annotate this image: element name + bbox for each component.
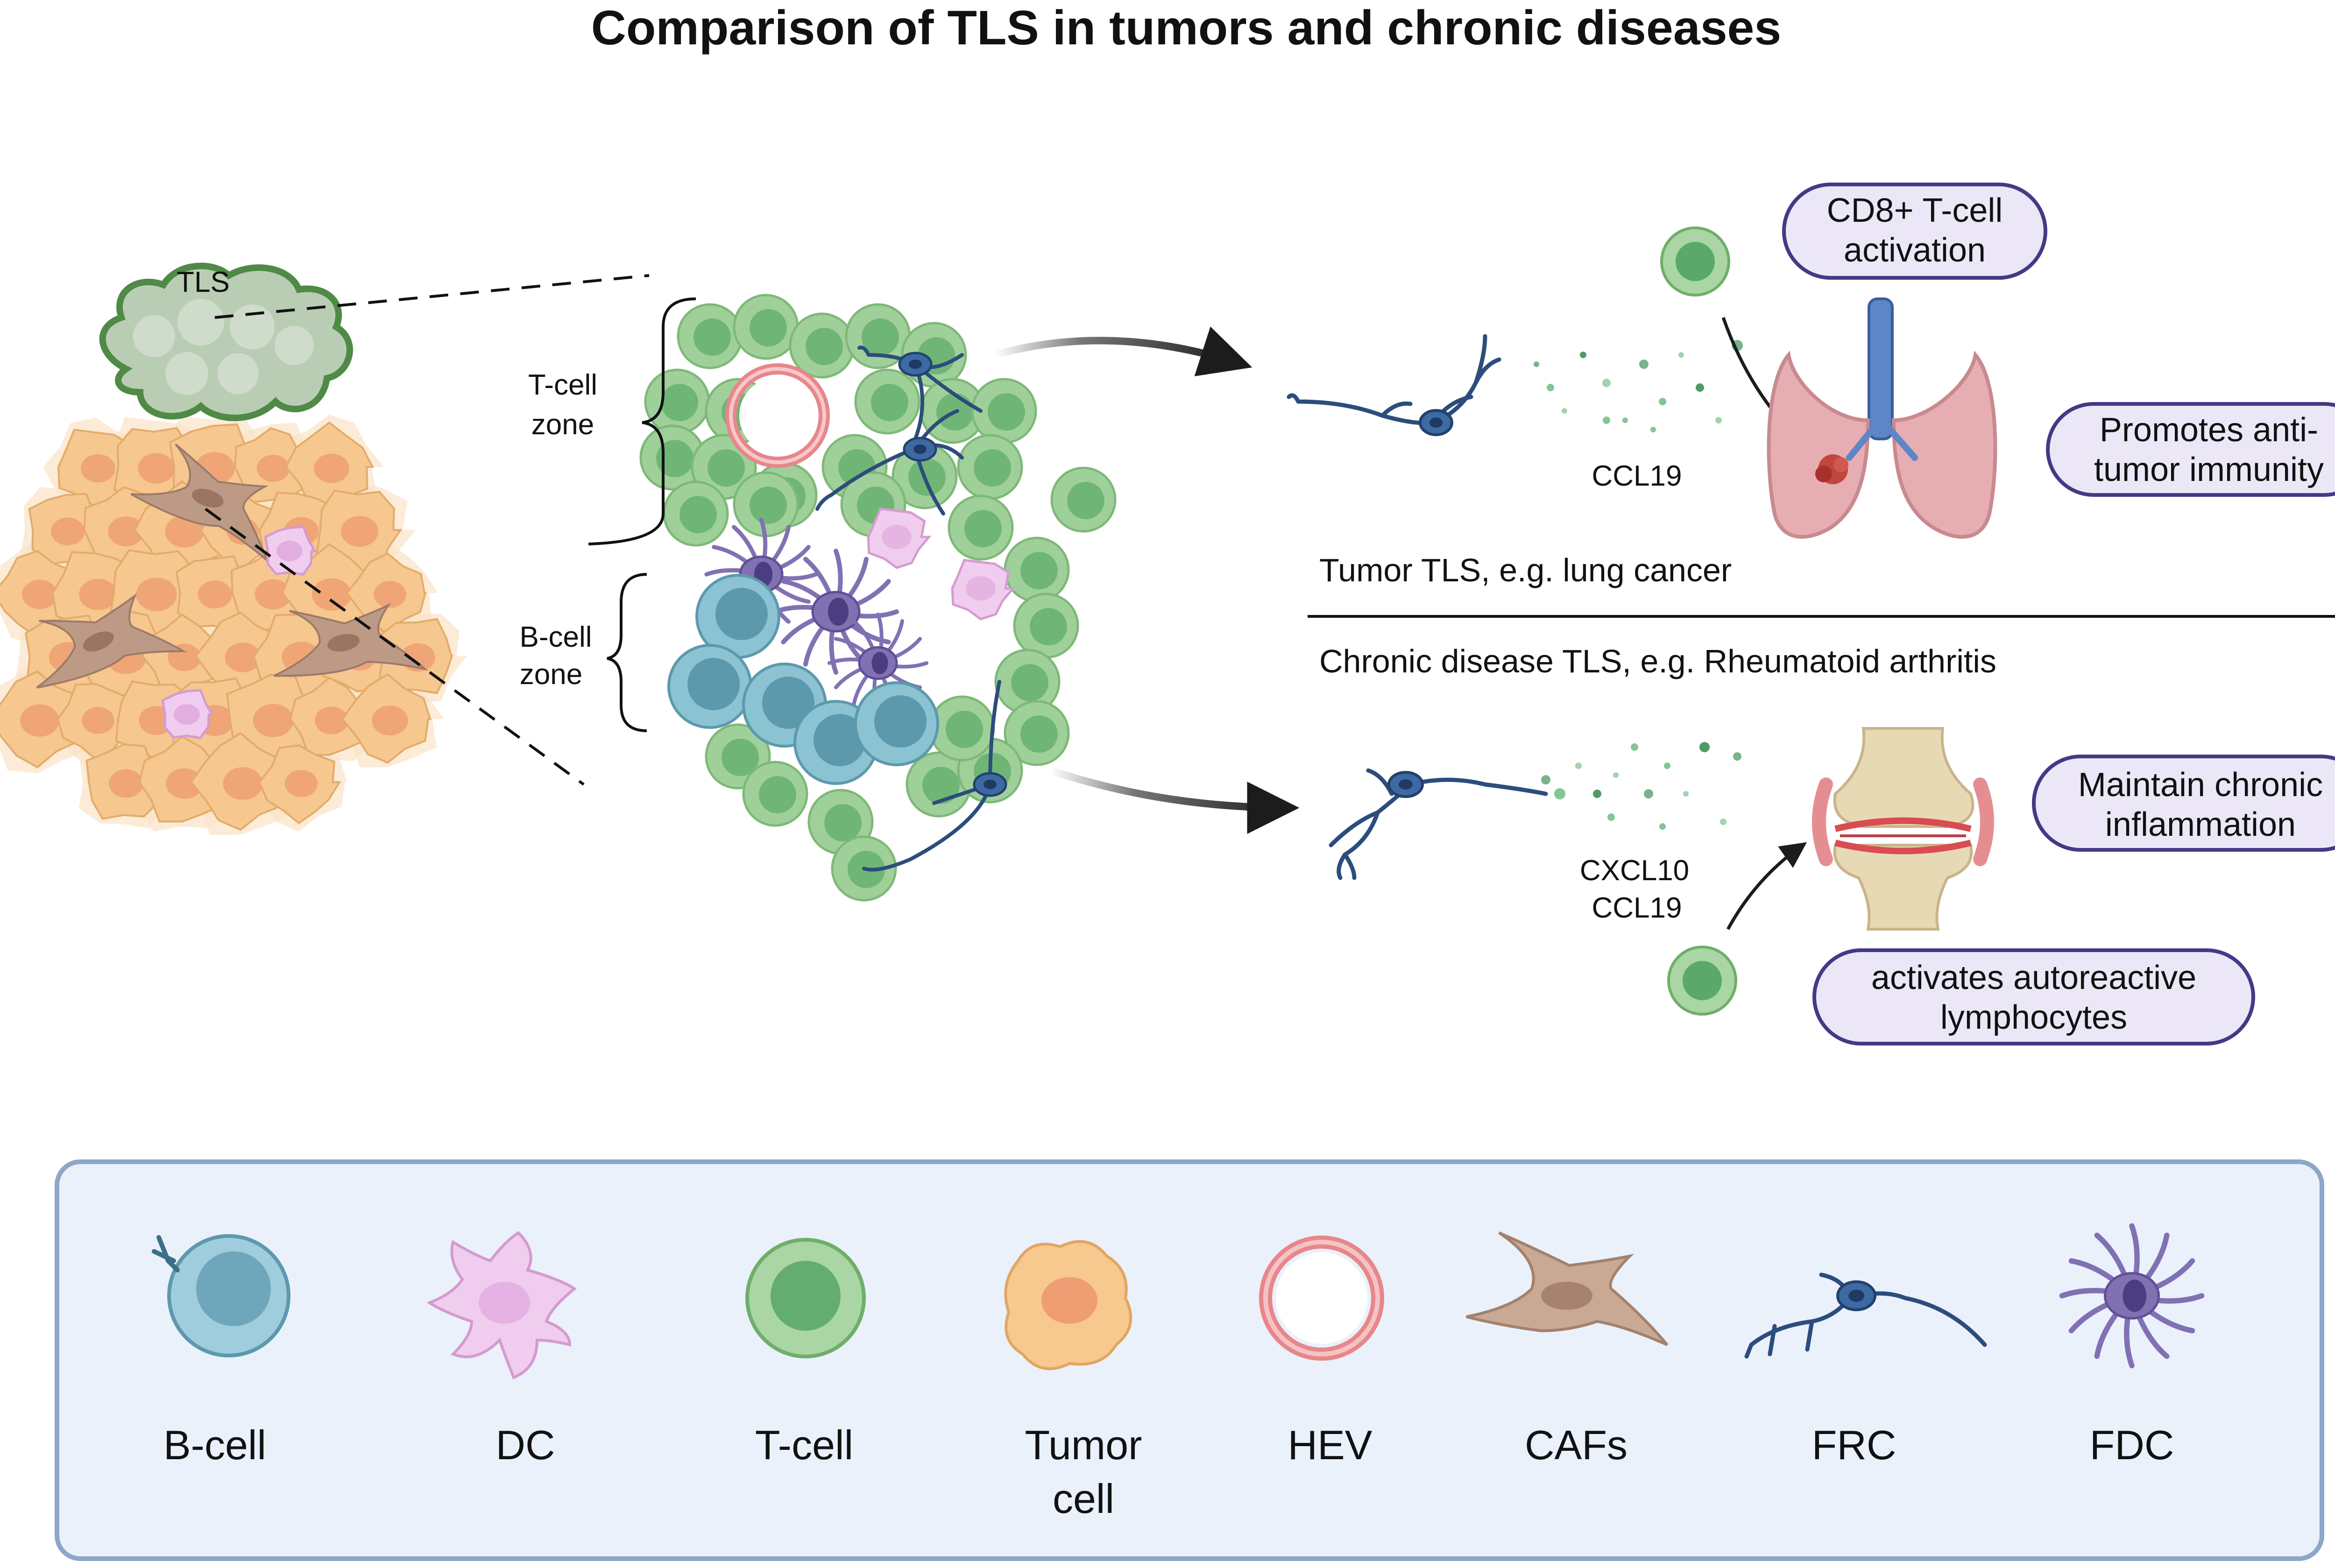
legend-label-t-cell: T-cell bbox=[755, 1422, 853, 1468]
ccl19-bottom-label: CCL19 bbox=[1592, 892, 1682, 924]
dc-icon bbox=[426, 1231, 577, 1379]
cxcl10-label: CXCL10 bbox=[1580, 855, 1689, 887]
tumor-mass bbox=[0, 414, 467, 835]
caf-icon bbox=[1466, 1231, 1669, 1346]
figure-title: Comparison of TLS in tumors and chronic … bbox=[591, 1, 1781, 55]
b-zone-brace bbox=[607, 573, 647, 732]
frc-bottom bbox=[1329, 768, 1548, 880]
fdc-icon bbox=[2059, 1223, 2205, 1369]
joint-illustration bbox=[1812, 727, 1994, 931]
chemokine-dots-bottom bbox=[1541, 742, 1741, 830]
frc-icon bbox=[1744, 1272, 1987, 1359]
legend-label-fdc: FDC bbox=[2090, 1422, 2174, 1468]
legend-label-cafs: CAFs bbox=[1525, 1422, 1627, 1468]
pill-autoreactive-lymphocytes: activates autoreactive lymphocytes bbox=[1812, 948, 2255, 1045]
legend-label-dc: DC bbox=[495, 1422, 555, 1468]
t-zone-brace bbox=[588, 297, 696, 545]
b-zone-label-line2: zone bbox=[520, 658, 582, 691]
zoom-line-bottom bbox=[205, 508, 585, 786]
t-cell-icon bbox=[745, 1238, 866, 1358]
pill-inflammation-line1: Maintain chronic bbox=[2078, 766, 2323, 804]
pill-cd8-line1: CD8+ T-cell bbox=[1827, 192, 2003, 229]
legend-panel bbox=[55, 1159, 2324, 1561]
tls-label: TLS bbox=[177, 266, 230, 298]
arrow-t-cell-to-joint bbox=[1726, 842, 1807, 930]
chemokine-dots-top bbox=[1534, 340, 1743, 432]
legend-label-hev: HEV bbox=[1288, 1422, 1373, 1468]
arrow-to-chronic-tls bbox=[1049, 767, 1300, 834]
pill-antitumor-line1: Promotes anti- bbox=[2100, 411, 2318, 449]
t-zone-label-line1: T-cell bbox=[528, 369, 597, 401]
t-zone-label-line2: zone bbox=[531, 409, 594, 441]
legend-label-frc: FRC bbox=[1812, 1422, 1896, 1468]
pill-cd8-activation: CD8+ T-cell activation bbox=[1782, 183, 2047, 280]
legend-label-b-cell: B-cell bbox=[163, 1422, 266, 1468]
tls-aggregate bbox=[99, 262, 353, 421]
tls-zoom bbox=[639, 294, 1117, 902]
legend-label-tumor-line1: Tumor bbox=[1025, 1422, 1142, 1468]
pill-autoreactive-line1: activates autoreactive bbox=[1871, 959, 2196, 996]
ccl19-top-label: CCL19 bbox=[1592, 460, 1682, 492]
b-zone-label-line1: B-cell bbox=[519, 621, 592, 653]
legend-label-tumor-line2: cell bbox=[1053, 1476, 1114, 1522]
pill-inflammation-line2: inflammation bbox=[2105, 806, 2296, 843]
chronic-tls-label: Chronic disease TLS, e.g. Rheumatoid art… bbox=[1319, 643, 1996, 679]
pill-chronic-inflammation: Maintain chronic inflammation bbox=[2032, 755, 2335, 852]
arrow-to-tumor-tls bbox=[993, 326, 1252, 376]
pill-antitumor-immunity: Promotes anti- tumor immunity bbox=[2046, 402, 2335, 497]
frc-top bbox=[1287, 334, 1501, 436]
hev-icon bbox=[1259, 1236, 1384, 1361]
b-cell-icon bbox=[152, 1234, 290, 1357]
pill-antitumor-line2: tumor immunity bbox=[2094, 451, 2324, 488]
tumor-cell-icon bbox=[1004, 1240, 1132, 1370]
lung-illustration bbox=[1767, 297, 1997, 539]
pill-cd8-line2: activation bbox=[1844, 232, 1986, 269]
pill-autoreactive-line2: lymphocytes bbox=[1940, 999, 2127, 1036]
t-cell-bottom bbox=[1667, 946, 1737, 1016]
tumor-tls-label: Tumor TLS, e.g. lung cancer bbox=[1319, 552, 1732, 588]
t-cell-top bbox=[1660, 226, 1730, 297]
zoom-line-top bbox=[214, 274, 650, 319]
